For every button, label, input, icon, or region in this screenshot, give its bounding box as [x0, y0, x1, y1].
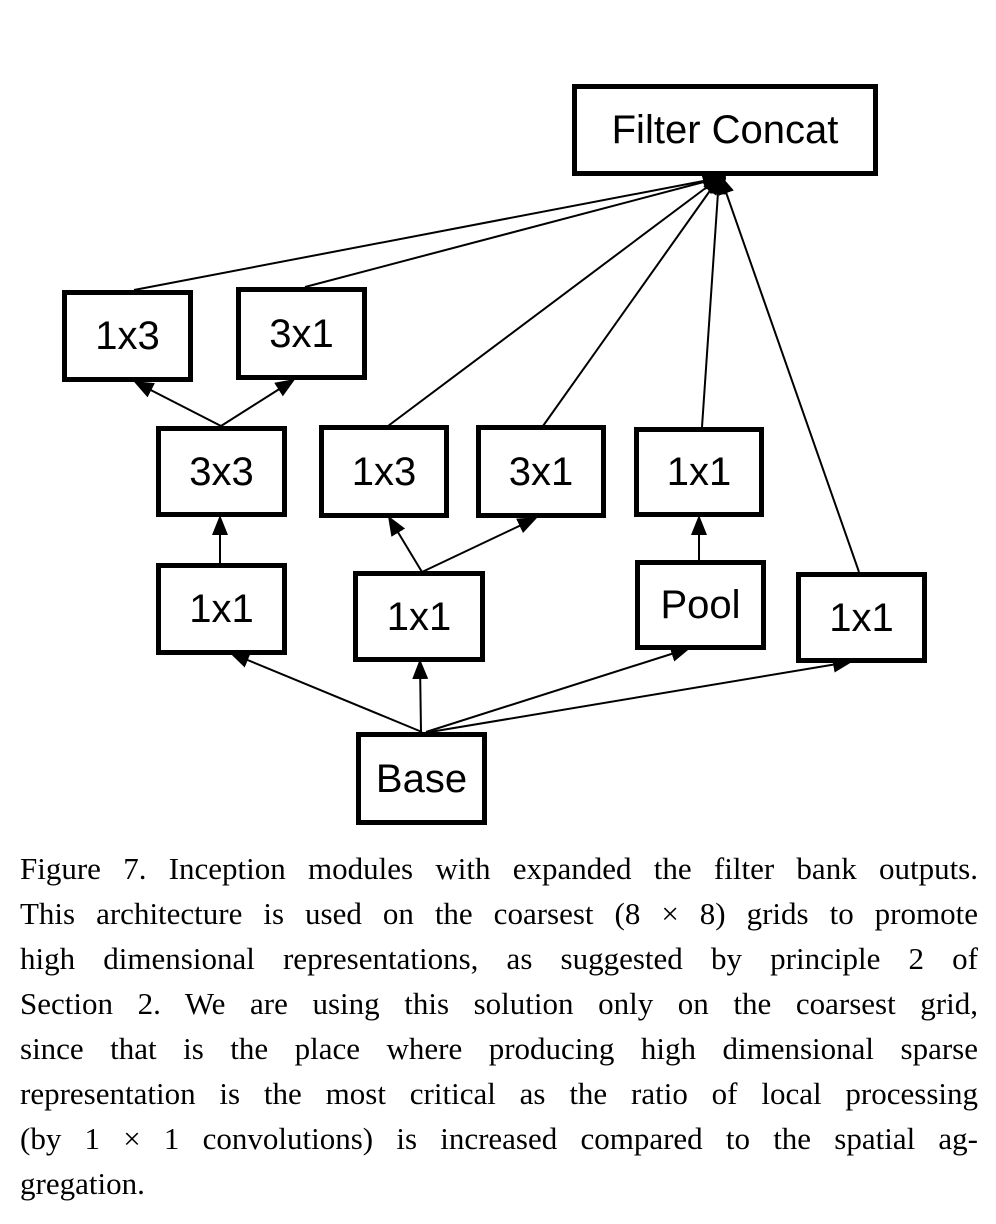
node-top-left-1x3: 1x3 [62, 290, 193, 382]
node-base: Base [356, 732, 487, 825]
caption-line: gregation. [20, 1166, 145, 1201]
node-label: 1x1 [829, 595, 894, 640]
node-label: Pool [660, 583, 741, 627]
diagram-edges [133, 171, 860, 733]
inception-module-diagram: Filter Concat 1x3 3x1 3x3 1x3 3x1 1x1 1x… [62, 84, 927, 825]
node-lower-1x1-left: 1x1 [156, 563, 287, 655]
node-label: Base [375, 756, 468, 801]
node-label: 1x3 [95, 314, 160, 358]
node-label: 1x3 [351, 449, 417, 494]
node-label: 3x3 [189, 449, 254, 494]
node-mid-1x1: 1x1 [634, 427, 764, 517]
node-label: 1x1 [189, 587, 254, 631]
node-label: 1x1 [386, 594, 452, 639]
caption-line: Figure 7. Inception modules with expande… [20, 851, 978, 886]
caption-line: (by 1 × 1 convolutions) is increased com… [20, 1121, 978, 1156]
node-label: Filter Concat [611, 108, 839, 152]
figure-caption: Figure 7. Inception modules with expande… [20, 846, 978, 1206]
caption-line: representation is the most critical as t… [20, 1076, 978, 1111]
node-label: 3x1 [269, 311, 334, 356]
node-mid-3x3: 3x3 [156, 426, 287, 517]
node-lower-1x1-middle: 1x1 [353, 571, 485, 662]
node-pool: Pool [635, 560, 766, 650]
node-label: 1x1 [666, 450, 732, 494]
node-top-left-3x1: 3x1 [236, 287, 367, 380]
caption-line: since that is the place where producing … [20, 1031, 978, 1066]
node-label: 3x1 [508, 449, 574, 494]
node-lower-1x1-right: 1x1 [796, 572, 927, 663]
caption-line: Section 2. We are using this solution on… [20, 986, 978, 1021]
caption-line: This architecture is used on the coarses… [20, 896, 978, 931]
node-filter-concat: Filter Concat [572, 84, 878, 176]
caption-line: high dimensional representations, as sug… [20, 941, 978, 976]
node-mid-1x3: 1x3 [319, 425, 449, 518]
node-mid-3x1: 3x1 [476, 425, 606, 518]
